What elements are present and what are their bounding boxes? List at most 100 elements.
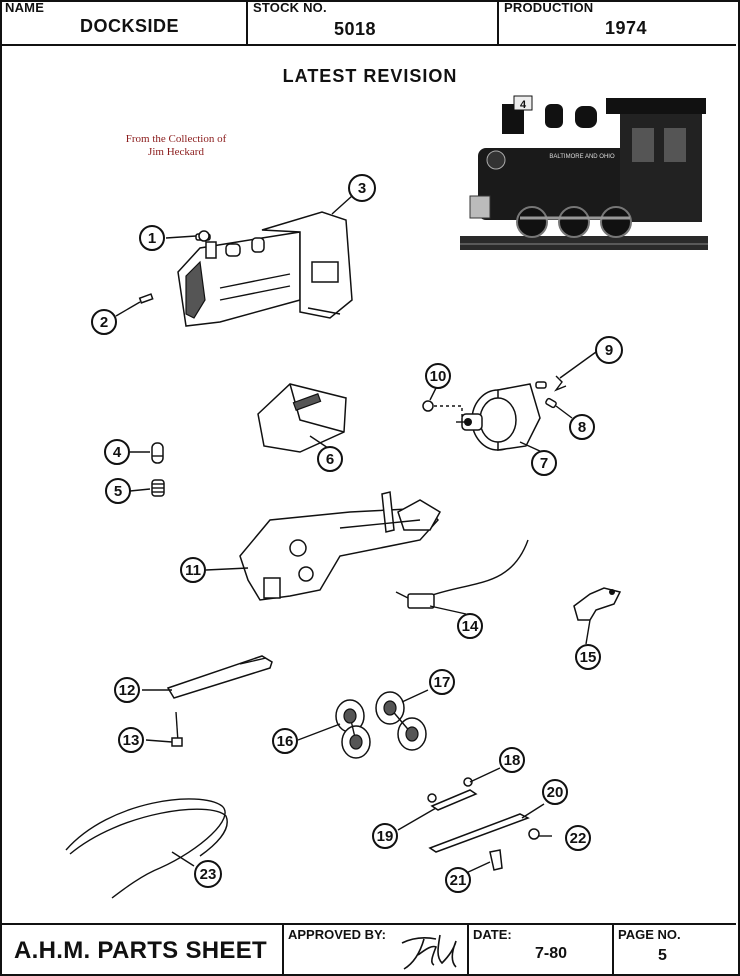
screw-part-21 [489,849,503,871]
svg-text:9: 9 [605,342,613,359]
locomotive-photo: 4 BALTIMORE AND OHIO [460,95,708,250]
svg-text:5: 5 [114,483,122,500]
screw-part-22 [528,828,552,840]
sheet-title: A.H.M. PARTS SHEET [14,937,267,964]
page-value: 5 [658,947,667,964]
svg-text:13: 13 [123,732,140,749]
bulb-part-4 [151,442,164,464]
screw-part-13 [171,711,183,747]
callout-17: 17 [429,669,455,695]
svg-text:2: 2 [100,314,108,331]
svg-text:3: 3 [358,180,366,197]
callout-11: 11 [180,557,206,583]
tank-lettering: BALTIMORE AND OHIO [549,154,615,160]
callout-23: 23 [194,860,222,888]
svg-text:7: 7 [540,455,548,472]
svg-text:14: 14 [462,618,479,635]
svg-text:21: 21 [450,872,467,889]
callout-9: 9 [595,336,623,364]
svg-text:19: 19 [377,828,394,845]
svg-text:22: 22 [570,830,587,847]
date-cell: DATE: 7-80 [469,923,614,976]
footer-bar: A.H.M. PARTS SHEET APPROVED BY: DATE: 7-… [0,923,740,976]
brush-part-8 [545,397,557,409]
coupler-part-15 [573,587,622,621]
collection-line-2: Jim Heckard [148,146,204,158]
svg-text:23: 23 [200,866,217,883]
stock-value: 5018 [334,19,377,39]
wire-part-14 [395,539,529,609]
wiper-part-18 [427,777,473,803]
wiper-part-19 [430,789,478,811]
approved-cell: APPROVED BY: [284,923,469,976]
callout-12: 12 [114,677,140,703]
production-label: PRODUCTION [504,0,594,15]
svg-text:20: 20 [547,784,564,801]
wire-part-23-a [65,798,226,899]
wiper-part-20 [428,813,530,853]
name-value: DOCKSIDE [80,16,180,36]
callout-16: 16 [272,728,298,754]
svg-text:4: 4 [113,444,122,461]
svg-text:18: 18 [504,752,521,769]
production-value: 1974 [605,18,648,38]
name-cell: NAME DOCKSIDE [0,0,248,46]
callout-19: 19 [372,823,398,849]
svg-text:8: 8 [578,419,586,436]
svg-text:17: 17 [434,674,451,691]
wire-part-23-b [69,808,228,857]
page-label: PAGE NO. [618,927,681,942]
callout-6: 6 [317,446,343,472]
screw-part-1 [195,230,211,242]
callout-18: 18 [499,747,525,773]
production-cell: PRODUCTION 1974 [499,0,736,46]
date-value: 7-80 [535,945,568,962]
collection-line-1: From the Collection of [125,133,227,145]
callout-13: 13 [118,727,144,753]
contact-strip-part-12 [166,655,273,699]
svg-text:1: 1 [148,230,156,247]
wheelset-part-16 [335,699,371,759]
cab-number: 4 [520,99,527,111]
stock-cell: STOCK NO. 5018 [248,0,499,46]
approved-label: APPROVED BY: [288,927,386,942]
name-label: NAME [5,0,45,15]
callout-1: 1 [139,225,165,251]
callout-20: 20 [542,779,568,805]
boiler-cab-shell [177,211,353,327]
chassis-part-11 [239,491,442,601]
collection-note: From the Collection of Jim Heckard [96,133,256,159]
weight-part-6 [257,383,347,453]
svg-text:16: 16 [277,733,294,750]
svg-text:10: 10 [430,368,447,385]
spring-part-5 [151,479,165,497]
approval-signature [401,934,457,970]
callout-22: 22 [565,825,591,851]
callout-15: 15 [575,644,601,670]
callout-3: 3 [348,174,376,202]
svg-text:6: 6 [326,451,334,468]
callout-10: 10 [425,363,451,389]
stock-label: STOCK NO. [253,0,327,15]
motor-part-7 [456,383,541,451]
svg-text:12: 12 [119,682,136,699]
callout-4: 4 [104,439,130,465]
callout-14: 14 [457,613,483,639]
page-title: LATEST REVISION [282,66,458,86]
sheet-title-cell: A.H.M. PARTS SHEET [0,923,284,976]
callout-7: 7 [531,450,557,476]
pin-part-2 [138,293,154,304]
callout-5: 5 [105,478,131,504]
svg-text:15: 15 [580,649,597,666]
wheelset-part-17 [375,691,427,751]
svg-text:11: 11 [185,562,201,579]
callout-2: 2 [91,309,117,335]
brush-spring-part-9 [535,375,567,392]
motor-screw-part-10 [422,400,463,420]
callout-21: 21 [445,867,471,893]
page-cell: PAGE NO. 5 [614,923,736,976]
callout-8: 8 [569,414,595,440]
